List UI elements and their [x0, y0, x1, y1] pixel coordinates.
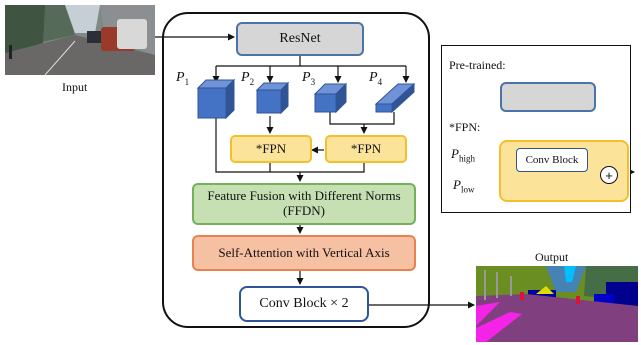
feature-cube-p2	[255, 81, 290, 115]
output-segmentation-image	[476, 266, 638, 342]
plus-symbol: +	[605, 167, 613, 183]
fpn-left-block: *FPN	[230, 135, 312, 163]
legend-fpn-label: *FPN:	[449, 120, 481, 134]
network-frame	[162, 12, 430, 328]
label-p3: P3	[302, 70, 316, 87]
legend-pretrained-swatch	[500, 82, 596, 112]
legend-pretrained-label: Pre-trained:	[449, 58, 506, 72]
ffdn-block: Feature Fusion with Different Norms (FFD…	[192, 183, 416, 225]
output-label: Output	[535, 250, 569, 264]
label-p4: P4	[369, 70, 383, 87]
label-p1: P1	[176, 70, 190, 87]
label-p2: P2	[241, 70, 255, 87]
input-label: Input	[62, 80, 88, 94]
feature-cube-p4	[374, 82, 416, 114]
self-attention-block: Self-Attention with Vertical Axis	[192, 235, 416, 271]
legend-conv-block: Conv Block	[516, 148, 588, 172]
legend-p-high: Phigh	[451, 146, 475, 164]
feature-cube-p1	[196, 78, 236, 120]
conv-block-x2: Conv Block × 2	[239, 286, 369, 322]
input-image	[5, 5, 155, 75]
plus-icon: +	[600, 166, 618, 184]
fpn-right-block: *FPN	[325, 135, 407, 163]
feature-cube-p3	[313, 82, 348, 114]
legend-p-low: Plow	[453, 177, 475, 195]
resnet-block: ResNet	[236, 22, 364, 56]
